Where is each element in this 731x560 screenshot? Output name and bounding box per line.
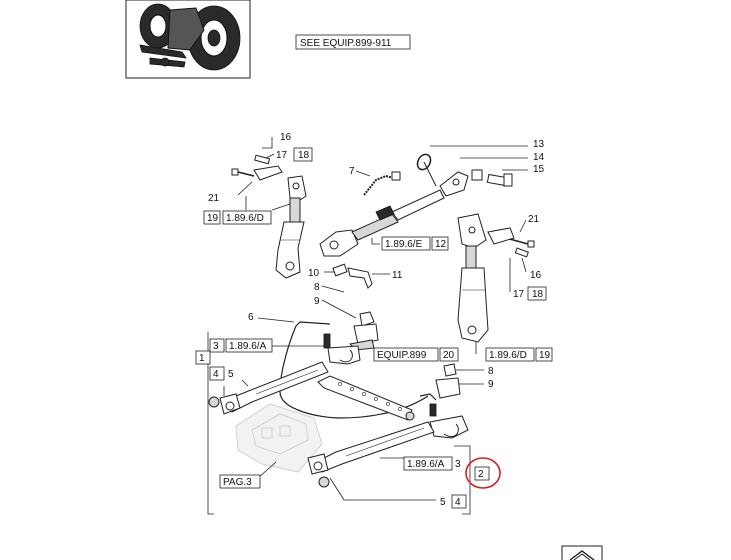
svg-text:18: 18: [532, 289, 544, 300]
svg-text:PAG.3: PAG.3: [223, 477, 252, 488]
svg-text:1.89.6/A: 1.89.6/A: [229, 341, 267, 352]
svg-text:19: 19: [207, 213, 219, 224]
callout-6: 6: [248, 312, 254, 323]
callout-13: 13: [533, 139, 545, 150]
callout-21a: 21: [208, 193, 220, 204]
callout-8b: 8: [488, 366, 494, 377]
callout-10: 10: [308, 268, 320, 279]
lift-rod-left[interactable]: [275, 175, 307, 279]
check-chain-7[interactable]: [363, 171, 401, 196]
svg-text:4: 4: [455, 497, 461, 508]
hook-3-right[interactable]: [429, 415, 469, 439]
ref-box-18b[interactable]: 18: [527, 286, 547, 301]
callout-16a: 16: [280, 132, 292, 143]
callout-5a: 5: [228, 369, 234, 380]
right-lower-link-group: [307, 393, 471, 515]
left-lower-link-group: [207, 332, 415, 515]
svg-text:EQUIP.899: EQUIP.899: [377, 350, 427, 361]
ref-box-4b[interactable]: 4: [451, 494, 467, 509]
ref-box-3a[interactable]: 3: [209, 338, 225, 353]
right-lift-rod-group: [457, 213, 535, 354]
right-stabilizer-group: [435, 363, 484, 399]
svg-text:2: 2: [478, 469, 484, 480]
svg-text:20: 20: [443, 350, 455, 361]
ref-box-18a[interactable]: 18: [293, 147, 313, 162]
ref-box-equip-899[interactable]: EQUIP.899: [373, 347, 439, 362]
callout-16b: 16: [530, 270, 542, 281]
callout-11: 11: [392, 270, 403, 281]
ref-box-pag-3[interactable]: PAG.3: [219, 474, 261, 489]
svg-text:SEE EQUIP.899-911: SEE EQUIP.899-911: [300, 38, 392, 49]
up-arrow-icon[interactable]: [561, 545, 603, 560]
svg-text:1: 1: [199, 353, 205, 364]
pin-21-left[interactable]: [231, 168, 255, 177]
svg-text:4: 4: [213, 369, 219, 380]
callout-21b: 21: [528, 214, 540, 225]
stabilizer-block-8b[interactable]: [443, 363, 457, 377]
leader-pag3: [257, 461, 277, 479]
left-lift-rod-group: [231, 137, 307, 279]
pin-16-right[interactable]: [514, 247, 529, 258]
callout-8a: 8: [314, 282, 320, 293]
svg-text:12: 12: [435, 239, 447, 250]
callout-5b: 5: [440, 497, 446, 508]
callout-14: 14: [533, 152, 545, 163]
ref-box-19a[interactable]: 19: [203, 210, 221, 225]
bolt-10[interactable]: [332, 263, 348, 277]
svg-text:3: 3: [213, 341, 219, 352]
clevis-17-right[interactable]: [487, 227, 515, 245]
ref-box-1-89-6-a-a[interactable]: 1.89.6/A: [225, 338, 273, 353]
callout-15: 15: [533, 164, 545, 175]
bracket-11[interactable]: [347, 267, 373, 289]
stabilizer-bar[interactable]: [317, 375, 415, 421]
ref-box-12[interactable]: 12: [431, 236, 449, 251]
ref-box-1-89-6-e[interactable]: 1.89.6/E: [381, 236, 431, 251]
ref-box-2[interactable]: 2: [474, 466, 490, 481]
svg-text:1.89.6/D: 1.89.6/D: [226, 213, 264, 224]
lower-link-left[interactable]: [208, 361, 329, 415]
ref-box-1-89-6-d-a[interactable]: 1.89.6/D: [222, 210, 272, 225]
top-link[interactable]: [319, 171, 469, 257]
ref-box-1-89-6-d-b[interactable]: 1.89.6/D: [485, 347, 535, 362]
see-equip-link[interactable]: SEE EQUIP.899-911: [295, 34, 411, 50]
bolt-15[interactable]: [471, 169, 513, 187]
lift-rod-right[interactable]: [457, 213, 489, 343]
svg-text:1.89.6/A: 1.89.6/A: [407, 459, 445, 470]
hook-3-left[interactable]: [327, 345, 361, 365]
tractor-thumbnail[interactable]: [125, 0, 251, 79]
callout-3b: 3: [455, 459, 461, 470]
clevis-17-left[interactable]: [253, 165, 283, 181]
ref-box-4a[interactable]: 4: [209, 366, 225, 381]
callout-9b: 9: [488, 379, 494, 390]
axle-housing-ghost[interactable]: [235, 403, 323, 473]
callout-17b: 17: [513, 289, 525, 300]
ref-box-20[interactable]: 20: [439, 347, 459, 362]
check-chain-right[interactable]: [419, 393, 437, 417]
callout-9a: 9: [314, 296, 320, 307]
callout-7: 7: [349, 166, 355, 177]
highlight-circle-item-2[interactable]: [465, 457, 501, 489]
lower-link-right[interactable]: [307, 421, 435, 488]
svg-text:1.89.6/E: 1.89.6/E: [385, 239, 423, 250]
handle-13[interactable]: [415, 152, 437, 187]
stabilizer-9b[interactable]: [435, 377, 461, 399]
ref-box-1-89-6-a-b[interactable]: 1.89.6/A: [403, 456, 453, 471]
svg-text:18: 18: [298, 150, 310, 161]
callout-17a: 17: [276, 150, 288, 161]
svg-text:1.89.6/D: 1.89.6/D: [489, 350, 527, 361]
pin-16-left[interactable]: [254, 154, 271, 165]
ref-box-19b[interactable]: 19: [535, 347, 553, 362]
top-link-group: [319, 145, 528, 257]
stabilizer-block-8a[interactable]: [359, 311, 375, 327]
ref-box-1[interactable]: 1: [195, 350, 211, 365]
svg-text:19: 19: [539, 350, 551, 361]
